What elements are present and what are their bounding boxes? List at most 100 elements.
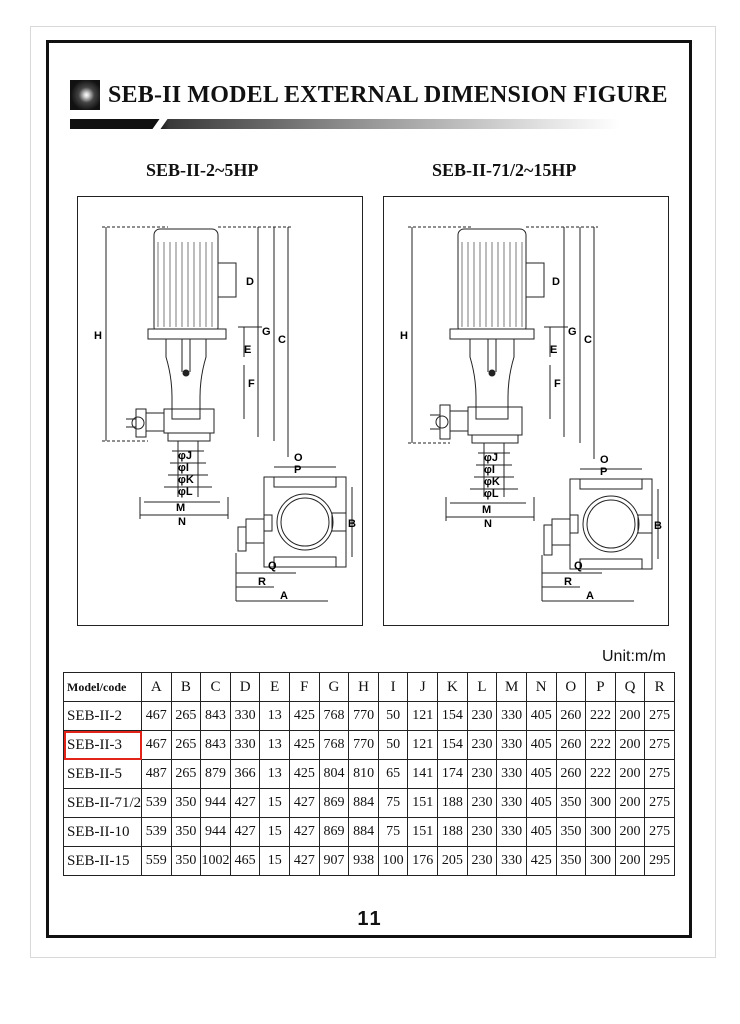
dimension-cell: 425	[525, 846, 557, 876]
dimension-cell: 944	[200, 788, 231, 818]
column-header-p: P	[585, 672, 616, 702]
dimension-cell: 427	[229, 788, 261, 818]
dim-label-L: φL	[484, 488, 499, 500]
column-header-i: I	[377, 672, 409, 702]
page-number: 11	[357, 908, 383, 930]
dimension-cell: 121	[407, 730, 439, 760]
column-header-model: Model/code	[63, 672, 142, 702]
column-header-h: H	[348, 672, 379, 702]
dim-label-J: φJ	[178, 450, 192, 462]
dimension-cell: 350	[170, 817, 202, 847]
dimension-cell: 222	[585, 730, 616, 760]
dimension-cell: 275	[644, 788, 675, 818]
dimension-cell: 944	[200, 817, 231, 847]
dimension-cell: 427	[289, 817, 320, 847]
dim-label-F: F	[248, 378, 255, 390]
dim-label-H: H	[94, 330, 102, 342]
dimension-cell: 230	[466, 846, 498, 876]
dimension-cell: 938	[348, 846, 379, 876]
dim-label-N: N	[484, 518, 492, 530]
unit-label: Unit:m/m	[602, 648, 666, 665]
dimension-cell: 154	[437, 730, 468, 760]
dimension-cell: 425	[289, 759, 320, 789]
model-cell: SEB-II-10	[63, 817, 142, 847]
dimension-cell: 330	[496, 730, 527, 760]
dim-label-K: φK	[484, 476, 500, 488]
dimension-cell: 810	[348, 759, 379, 789]
dim-label-F: F	[554, 378, 561, 390]
dimension-cell: 350	[170, 846, 202, 876]
dim-label-Q: Q	[268, 560, 277, 572]
dimension-cell: 869	[318, 788, 350, 818]
column-header-m: M	[496, 672, 527, 702]
dimension-cell: 768	[318, 730, 350, 760]
dimension-cell: 330	[496, 846, 527, 876]
dim-label-D: D	[552, 276, 560, 288]
column-header-q: Q	[614, 672, 646, 702]
dimension-cell: 425	[289, 730, 320, 760]
dim-label-R: R	[564, 576, 572, 588]
dimension-cell: 121	[407, 701, 439, 731]
model-cell: SEB-II-15	[63, 846, 142, 876]
dimension-cell: 13	[259, 730, 291, 760]
dim-label-I: φI	[484, 464, 495, 476]
dim-label-L: φL	[178, 486, 193, 498]
dim-label-B: B	[654, 520, 662, 532]
dimension-cell: 366	[229, 759, 261, 789]
dimension-cell: 188	[437, 817, 468, 847]
dimension-cell: 260	[555, 759, 587, 789]
dimension-cell: 487	[141, 759, 172, 789]
dimension-cell: 100	[377, 846, 409, 876]
dimension-cell: 539	[141, 788, 172, 818]
dim-label-G: G	[568, 326, 577, 338]
dim-label-H: H	[400, 330, 408, 342]
page-frame	[46, 40, 692, 938]
dim-label-E: E	[244, 344, 251, 356]
dimension-cell: 230	[466, 701, 498, 731]
dimension-cell: 907	[318, 846, 350, 876]
dimension-cell: 200	[614, 846, 646, 876]
dimension-cell: 275	[644, 759, 675, 789]
dim-label-A: A	[586, 590, 594, 602]
dimension-cell: 768	[318, 701, 350, 731]
dimension-cell: 350	[555, 846, 587, 876]
dimension-cell: 427	[289, 788, 320, 818]
dimension-cell: 13	[259, 759, 291, 789]
column-header-k: K	[437, 672, 468, 702]
dimension-cell: 330	[229, 701, 261, 731]
dimension-cell: 869	[318, 817, 350, 847]
title-row: SEB-II MODEL EXTERNAL DIMENSION FIGURE	[70, 78, 668, 112]
column-header-n: N	[525, 672, 557, 702]
dimension-cell: 330	[496, 759, 527, 789]
dimension-cell: 405	[525, 759, 557, 789]
dimension-cell: 65	[377, 759, 409, 789]
dimension-cell: 15	[259, 817, 291, 847]
dimension-cell: 176	[407, 846, 439, 876]
dimension-cell: 465	[229, 846, 261, 876]
dimension-cell: 200	[614, 759, 646, 789]
dim-label-C: C	[278, 334, 286, 346]
dimension-cell: 350	[555, 817, 587, 847]
model-cell: SEB-II-5	[63, 759, 142, 789]
dimension-cell: 427	[289, 846, 320, 876]
dimension-cell: 350	[555, 788, 587, 818]
dimension-cell: 300	[585, 788, 616, 818]
dimension-cell: 222	[585, 701, 616, 731]
dimension-cell: 230	[466, 759, 498, 789]
column-header-j: J	[407, 672, 439, 702]
dim-label-O: O	[294, 452, 303, 464]
dim-label-I: φI	[178, 462, 189, 474]
dim-label-M: M	[482, 504, 491, 516]
dimension-cell: 330	[229, 730, 261, 760]
dimension-cell: 425	[289, 701, 320, 731]
figure-caption-left: SEB-II-2~5HP	[146, 160, 259, 180]
dimension-figure-small: H D G C E F φJ φI φK φL M N O P B Q R A	[77, 196, 363, 626]
dimension-cell: 265	[170, 730, 202, 760]
dimension-cell: 15	[259, 846, 291, 876]
dimension-cell: 405	[525, 730, 557, 760]
dimension-cell: 154	[437, 701, 468, 731]
